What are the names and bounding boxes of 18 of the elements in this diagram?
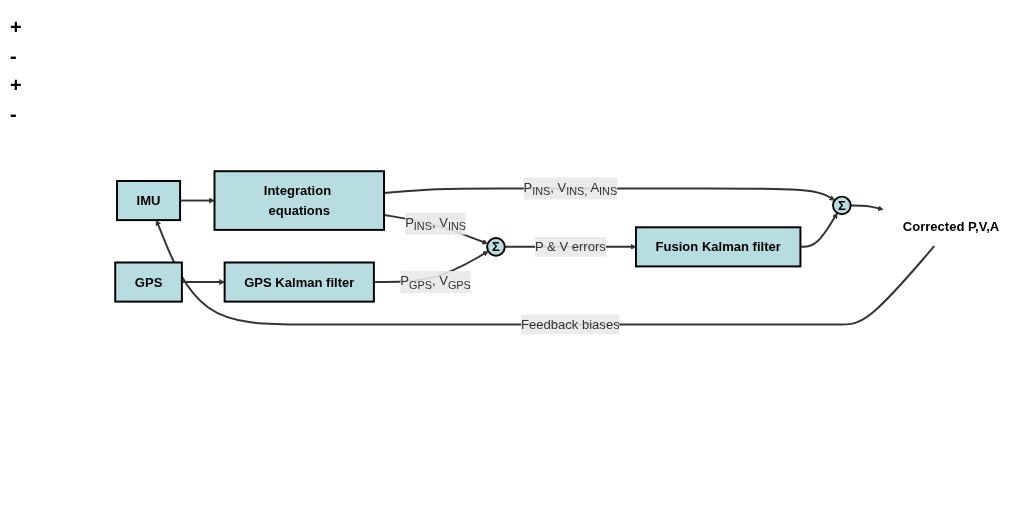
sign-label: - — [10, 45, 18, 68]
edge-label: Feedback biases — [521, 317, 620, 332]
node-text: Corrected P,V,A — [902, 219, 1000, 235]
node-circle: Σ — [832, 195, 852, 216]
edge-label: P$_{INS}$, V$_{INS,}$ A$_{INS}$ — [523, 180, 618, 198]
arrow — [155, 220, 936, 326]
node-box: Integration equations — [213, 170, 385, 232]
node-box: IMU — [116, 180, 182, 222]
node-box: GPS — [114, 261, 183, 303]
sign-label: + — [10, 74, 23, 97]
edge-label: P & V errors — [534, 239, 606, 255]
node-box: Fusion Kalman filter — [635, 226, 802, 268]
edge-label: P$_{INS}$, V$_{INS}$ — [405, 215, 467, 234]
node-circle: Σ — [486, 237, 506, 257]
node-box: GPS Kalman filter — [223, 261, 375, 303]
edge-label: P$_{GPS}$, V$_{GPS}$ — [400, 273, 471, 292]
sign-label: + — [10, 16, 23, 39]
sign-label: - — [10, 103, 18, 126]
